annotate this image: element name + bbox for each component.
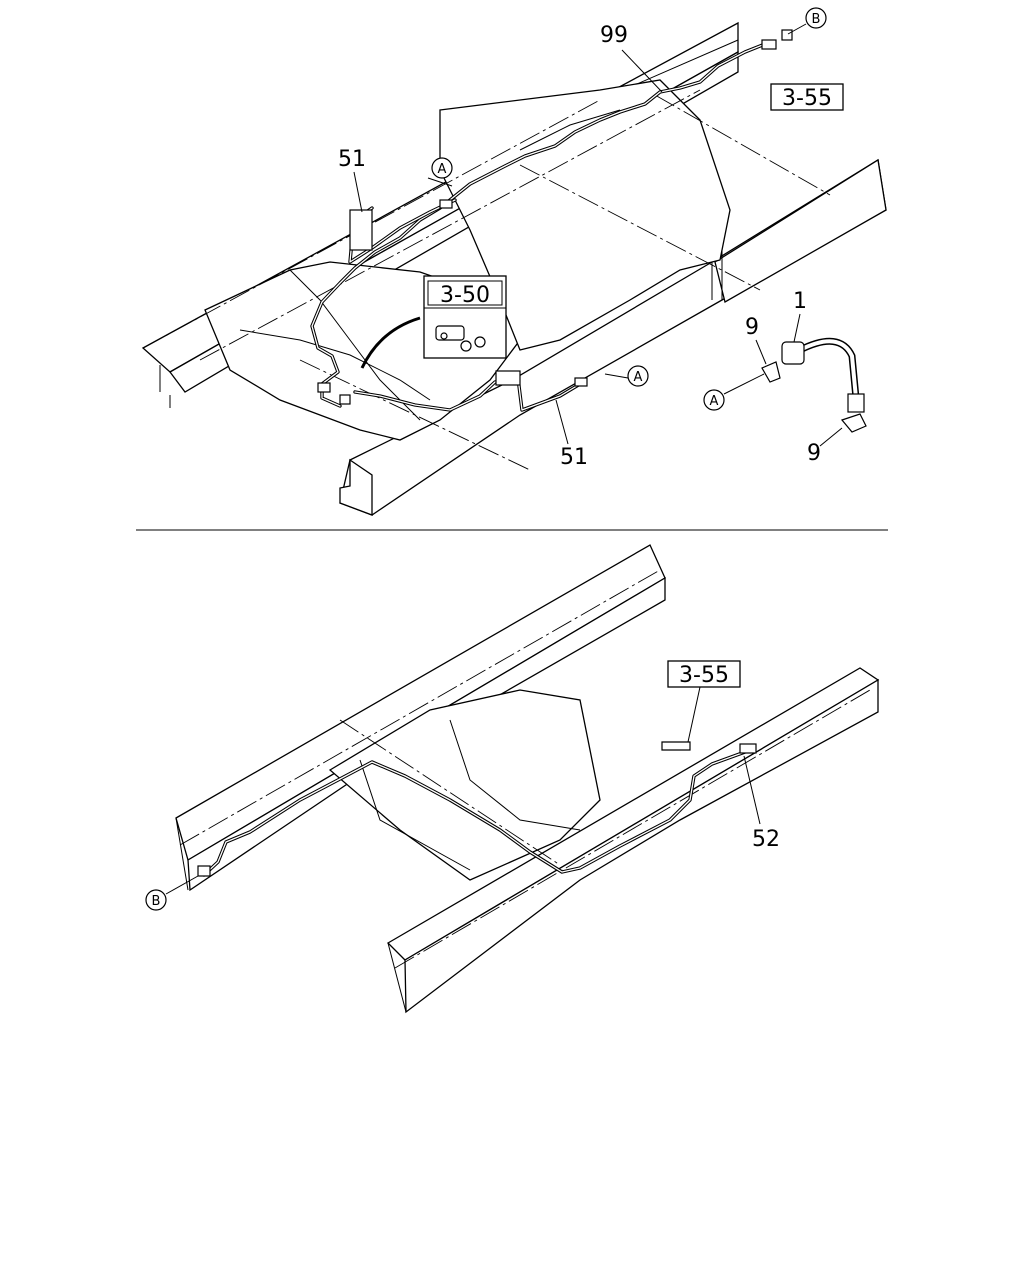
ref-box-3-50-label: 3-50 xyxy=(440,283,490,308)
callout-1: 1 xyxy=(793,289,807,314)
ref-box-3-55[interactable] xyxy=(770,83,844,111)
cross-member xyxy=(204,79,731,441)
pipe-fitting xyxy=(761,39,777,50)
ref-box-3-55-lower[interactable] xyxy=(667,660,741,688)
bottom-chassis-view: 3-55 B 52 xyxy=(145,544,880,1014)
callout-52: 52 xyxy=(752,827,780,852)
callout-99: 99 xyxy=(600,23,628,48)
connector-a-upper: A xyxy=(427,157,453,187)
pointer-arc xyxy=(360,316,421,369)
ref-box-3-55-label: 3-55 xyxy=(782,86,832,111)
connector-b-top: B xyxy=(787,7,827,35)
svg-text:A: A xyxy=(634,370,643,385)
union-fitting xyxy=(661,741,691,751)
union-fitting xyxy=(781,29,793,41)
svg-text:B: B xyxy=(812,12,821,27)
ref-box-3-50[interactable] xyxy=(423,275,507,359)
right-frame-rail xyxy=(339,158,887,516)
pipe-fitting xyxy=(439,199,453,209)
pipe-bracket xyxy=(349,209,373,251)
cross-member-lower xyxy=(328,689,601,881)
svg-text:B: B xyxy=(152,894,161,909)
svg-text:A: A xyxy=(710,394,719,409)
pipe-fitting xyxy=(574,377,588,387)
pipe-fitting xyxy=(339,394,351,405)
flexible-hose-1 xyxy=(781,337,865,413)
clip-9-upper xyxy=(761,361,781,383)
brake-pipe-51-lower xyxy=(353,376,582,412)
connector-b-left: B xyxy=(145,875,199,911)
callout-51-upper: 51 xyxy=(338,147,366,172)
callout-9-upper: 9 xyxy=(745,315,759,340)
callout-9-lower: 9 xyxy=(807,441,821,466)
svg-text:A: A xyxy=(438,162,447,177)
right-frame-rail-lower xyxy=(386,667,880,1014)
connector-a-lower: A xyxy=(604,365,649,387)
pipe-fitting xyxy=(317,382,331,393)
brake-pipe-52 xyxy=(202,750,747,877)
top-chassis-view: 3-55 3-50 B A A A xyxy=(141,7,887,516)
clip-9-lower xyxy=(840,413,867,433)
pipe-bracket xyxy=(495,370,521,386)
pipe-fitting xyxy=(197,865,211,877)
pipe-fitting xyxy=(739,743,757,754)
brake-pipe-99 xyxy=(310,40,772,408)
connector-a-clip: A xyxy=(703,373,765,411)
ref-box-3-55-lower-label: 3-55 xyxy=(679,663,729,688)
callout-51-lower: 51 xyxy=(560,445,588,470)
